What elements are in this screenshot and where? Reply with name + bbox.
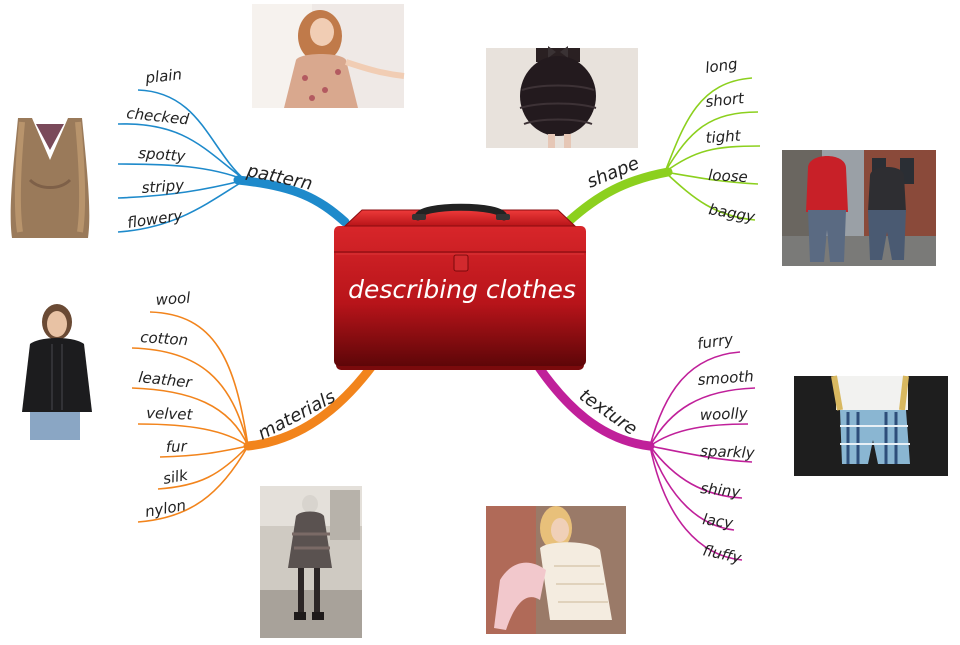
texture-item-lacy: lacy bbox=[701, 510, 735, 532]
pattern-item-stripy: stripy bbox=[141, 176, 186, 197]
shape-main-branch bbox=[563, 167, 673, 227]
toolbox-icon bbox=[334, 203, 586, 370]
shape-item-short: short bbox=[705, 89, 746, 111]
materials-main-branch bbox=[243, 361, 377, 451]
texture-item-smooth: smooth bbox=[697, 367, 754, 389]
texture-main-branch bbox=[533, 361, 655, 451]
pattern-main-branch bbox=[233, 175, 350, 227]
materials-item-nylon: nylon bbox=[144, 496, 188, 521]
photo-woman-lace-top-icon bbox=[486, 506, 626, 634]
texture-twigs bbox=[649, 351, 756, 561]
shape-twigs bbox=[664, 77, 761, 221]
materials-twigs bbox=[131, 311, 249, 523]
materials-item-fur: fur bbox=[166, 437, 188, 456]
photo-black-ruffled-skirt-icon bbox=[486, 46, 638, 148]
texture-item-fluffy: fluffy bbox=[701, 541, 744, 567]
materials-item-silk: silk bbox=[162, 466, 191, 488]
photo-striped-shorts-icon bbox=[794, 375, 948, 476]
texture-item-sparkly: sparkly bbox=[700, 442, 756, 462]
pattern-item-plain: plain bbox=[144, 65, 183, 87]
photo-fur-vest-icon bbox=[10, 118, 90, 238]
texture-item-furry: furry bbox=[696, 330, 735, 353]
photo-woman-winter-outfit-icon bbox=[260, 486, 362, 638]
materials-item-cotton: cotton bbox=[140, 328, 189, 349]
shape-item-loose: loose bbox=[708, 166, 748, 186]
texture-item-woolly: woolly bbox=[700, 404, 750, 424]
shape-item-long: long bbox=[704, 55, 739, 77]
materials-item-velvet: velvet bbox=[146, 404, 194, 424]
shape-item-tight: tight bbox=[705, 127, 742, 147]
materials-item-leather: leather bbox=[138, 368, 194, 392]
photo-men-baggy-jeans-icon bbox=[782, 150, 936, 266]
photo-woman-floral-dress-icon bbox=[252, 4, 405, 108]
pattern-item-spotty: spotty bbox=[138, 144, 187, 165]
pattern-item-flowery: flowery bbox=[126, 206, 184, 232]
materials-item-wool: wool bbox=[155, 289, 192, 309]
photo-woman-leather-jacket-icon bbox=[22, 304, 92, 440]
pattern-twigs bbox=[117, 89, 246, 233]
texture-item-shiny: shiny bbox=[700, 479, 743, 501]
shape-item-baggy: baggy bbox=[707, 200, 757, 226]
central-topic: describing clothes bbox=[348, 275, 576, 304]
